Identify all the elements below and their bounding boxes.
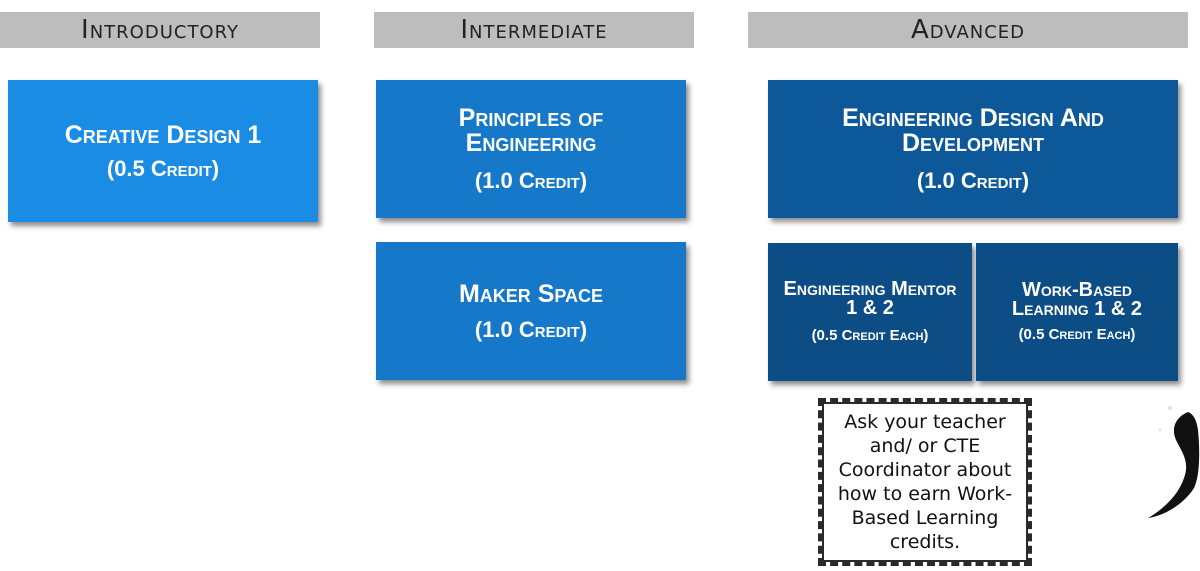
course-credit: (1.0 Credit) <box>916 168 1030 193</box>
ink-brush-icon <box>1148 406 1200 518</box>
column-header-intermediate: Intermediate <box>374 12 694 48</box>
course-title: Engineering Mentor 1 & 2 <box>783 278 957 319</box>
course-box-work-based-learning: Work-Based Learning 1 & 2 (0.5 Credit Ea… <box>976 243 1178 381</box>
course-credit: (0.5 Credit Each) <box>811 327 929 344</box>
course-title: Engineering Design And Development <box>842 104 1104 157</box>
course-box-engineering-mentor: Engineering Mentor 1 & 2 (0.5 Credit Eac… <box>768 243 972 381</box>
course-title: Creative Design 1 <box>64 120 262 149</box>
column-header-advanced: Advanced <box>748 12 1188 48</box>
course-box-creative-design: Creative Design 1 (0.5 Credit) <box>8 80 318 222</box>
column-header-introductory: Introductory <box>0 12 320 48</box>
course-credit: (1.0 Credit) <box>474 168 588 193</box>
course-box-engineering-design-and-development: Engineering Design And Development (1.0 … <box>768 80 1178 218</box>
course-box-principles-of-engineering: Principles of Engineering (1.0 Credit) <box>376 80 686 218</box>
course-title: Work-Based Learning 1 & 2 <box>1011 279 1143 320</box>
course-credit: (0.5 Credit) <box>106 155 220 181</box>
course-title: Maker Space <box>458 279 604 308</box>
course-credit: (0.5 Credit Each) <box>1018 326 1136 343</box>
course-credit: (1.0 Credit) <box>474 316 588 342</box>
course-box-maker-space: Maker Space (1.0 Credit) <box>376 242 686 380</box>
course-title: Principles of Engineering <box>458 104 604 157</box>
work-based-learning-note: Ask your teacher and/ or CTE Coordinator… <box>818 398 1032 566</box>
note-text: Ask your teacher and/ or CTE Coordinator… <box>837 411 1013 553</box>
